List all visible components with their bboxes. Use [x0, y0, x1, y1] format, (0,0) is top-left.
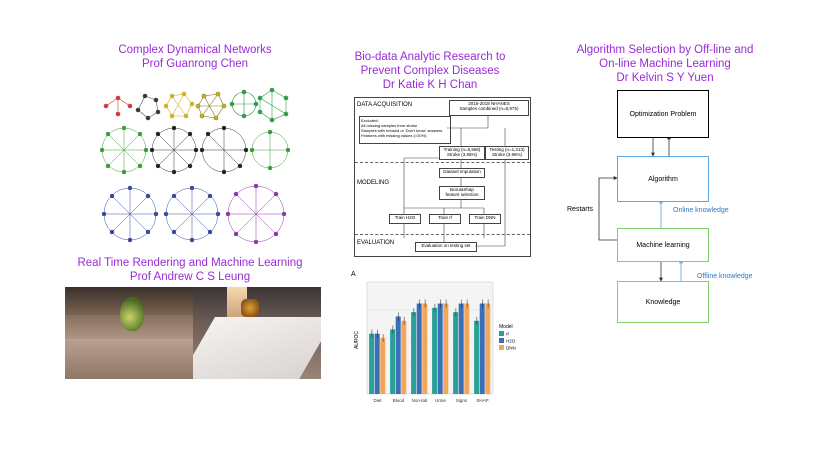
network-row-2 — [100, 125, 290, 175]
label-offline-knowledge: Offline knowledge — [697, 273, 753, 280]
flow-box-testing: Testing (n=1,313) Stroke (3.96%) — [485, 146, 529, 160]
chart-x-tick-label: Urine — [435, 398, 446, 403]
algorithm-diagram: Optimization Problem Algorithm Machine l… — [567, 88, 765, 330]
chart-x-tick-label: Signs — [456, 398, 468, 403]
chart-bar-DNN-Non-lab — [422, 303, 428, 394]
flow-box-boruta: BorutaShap feature selection — [439, 186, 485, 200]
box-machine-learning: Machine learning — [617, 228, 709, 262]
chart-bar-rf-Diet — [369, 333, 375, 394]
biodata-flowchart: DATA ACQUISITION MODELING EVALUATION 201… — [354, 97, 531, 257]
label-online-knowledge: Online knowledge — [673, 207, 729, 214]
chart-bar-rf-SHAP — [474, 320, 480, 394]
chart-bar-H2O-Blood — [395, 316, 401, 394]
flow-box-training: Training (n=5,568) Stroke (3.85%) — [439, 146, 485, 160]
chart-x-tick-label: Diet — [373, 398, 382, 403]
chart-x-tick-label: SHAP — [476, 398, 488, 403]
biodata-title-line1: Bio-data Analytic Research to — [354, 51, 506, 63]
chart-bar-rf-Non-lab — [411, 312, 417, 394]
rendering-image-left — [65, 287, 193, 379]
network-row-3 — [101, 183, 287, 245]
chart-legend-label-H2O: H2O — [506, 339, 516, 344]
chart-bar-H2O-SHAP — [479, 303, 485, 394]
biodata-title-line2: Prevent Complex Diseases — [360, 65, 500, 77]
chart-bar-rf-Urine — [432, 307, 438, 394]
rendering-robot-object — [241, 299, 259, 317]
flow-box-imputation: Dataset imputation — [439, 168, 485, 178]
flow-section-acquisition: DATA ACQUISITION — [357, 102, 413, 108]
flow-box-dnn: Train DNN — [469, 214, 501, 224]
flow-section-evaluation: EVALUATION — [357, 240, 395, 246]
chart-bar-H2O-Diet — [374, 333, 380, 394]
algorithm-title-line2: On-line Machine Learning — [599, 58, 731, 70]
networks-title-line1: Complex Dynamical Networks — [118, 44, 272, 56]
chart-bar-DNN-Signs — [464, 303, 470, 394]
flow-arrows — [403, 115, 506, 247]
chart-legend-label-DNN: DNN — [506, 346, 516, 351]
box-algorithm: Algorithm — [617, 156, 709, 202]
flow-box-eval: Evaluation on testing set — [415, 242, 477, 252]
chart-legend-swatch-rf — [499, 331, 504, 336]
chart-panel-label: A — [351, 271, 356, 278]
rendering-title-line1: Real Time Rendering and Machine Learning — [77, 257, 303, 269]
chart-bar-DNN-Diet — [380, 338, 386, 394]
box-knowledge: Knowledge — [617, 281, 709, 323]
rendering-title: Real Time Rendering and Machine Learning… — [60, 256, 320, 284]
chart-bar-H2O-Urine — [437, 303, 443, 394]
algorithm-title-line3: Dr Kelvin S Y Yuen — [616, 72, 714, 84]
rendering-image-right — [193, 287, 321, 379]
chart-ylabel: AUROC — [354, 331, 360, 349]
chart-bar-H2O-Non-lab — [416, 303, 422, 394]
networks-title-line2: Prof Guanrong Chen — [141, 58, 249, 70]
chart-bar-DNN-Blood — [401, 320, 407, 394]
biodata-title: Bio-data Analytic Research to Prevent Co… — [335, 50, 525, 92]
flow-section-modeling: MODELING — [357, 180, 390, 186]
chart-bar-rf-Blood — [390, 329, 396, 394]
flow-box-excluded: Excluded: All missing samples from strok… — [359, 116, 451, 144]
algorithm-diagram-arrows — [598, 135, 683, 282]
networks-illustration — [100, 87, 290, 245]
chart-bars — [369, 299, 491, 394]
chart-legend-swatch-H2O — [499, 338, 504, 343]
chart-bar-DNN-Urine — [443, 303, 449, 394]
algorithm-title: Algorithm Selection by Off-line and On-l… — [560, 43, 770, 85]
rendering-title-line2: Prof Andrew C S Leung — [129, 271, 251, 283]
chart-bar-H2O-Signs — [458, 303, 464, 394]
box-optimization-problem: Optimization Problem — [617, 90, 709, 138]
biodata-title-line3: Dr Katie K H Chan — [382, 79, 478, 91]
flow-box-nhanes: 2015-2018 NHANES Samples combined (n=6,9… — [449, 100, 529, 116]
network-row-1 — [103, 87, 289, 123]
algorithm-title-line1: Algorithm Selection by Off-line and — [576, 44, 754, 56]
flow-divider-1 — [355, 162, 530, 163]
chart-legend-label-rf: rf — [506, 332, 509, 337]
chart-x-tick-label: Blood — [393, 398, 405, 403]
rendering-left-floor — [65, 339, 193, 379]
networks-title: Complex Dynamical Networks Prof Guanrong… — [80, 43, 310, 71]
chart-legend-title: Model — [499, 324, 513, 330]
auroc-chart: A AUROC Diet Blood Non-lab Urine Signs SHAP M… — [351, 271, 516, 403]
flow-box-rf: Train rf — [429, 214, 461, 224]
rendering-white-plane — [193, 317, 321, 379]
flow-divider-2 — [355, 234, 530, 235]
rendering-glass-object — [120, 297, 144, 331]
chart-bar-rf-Signs — [453, 312, 459, 394]
label-restarts: Restarts — [567, 206, 594, 213]
flow-box-h2o: Train H2O — [389, 214, 421, 224]
chart-x-tick-labels: Diet Blood Non-lab Urine Signs SHAP — [373, 398, 488, 403]
chart-x-tick-label: Non-lab — [412, 398, 428, 403]
chart-legend-swatch-DNN — [499, 345, 504, 350]
chart-grid — [366, 281, 494, 395]
chart-bar-DNN-SHAP — [485, 303, 491, 394]
